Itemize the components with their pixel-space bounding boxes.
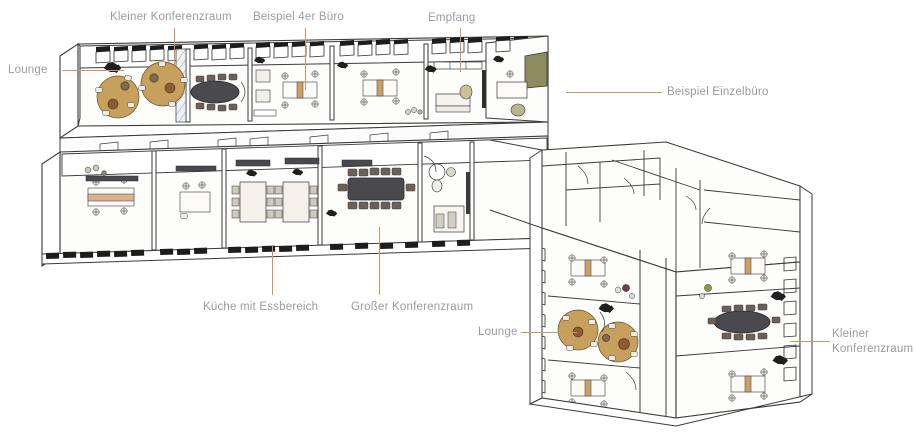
leader-empfang <box>460 28 461 72</box>
callout-kleiner-konferenzraum-bottom: Kleiner Konferenzraum <box>832 328 914 355</box>
north-wing-lower-floor <box>41 121 549 268</box>
leader-beispiel-einzelbuero <box>566 92 662 93</box>
room-beispiel-einzelbuero <box>485 35 549 123</box>
room-lounge-north <box>95 61 188 119</box>
east-wing <box>528 141 813 427</box>
room-grosser-konferenzraum <box>326 159 416 217</box>
room-buero-south-2 <box>175 165 217 219</box>
room-buero-south-1 <box>84 164 139 216</box>
callout-beispiel-einzelbuero: Beispiel Einzelbüro <box>667 86 769 98</box>
room-empfang <box>424 61 486 113</box>
callout-lounge-top: Lounge <box>8 64 48 76</box>
leader-grosser-konferenzraum <box>379 227 380 295</box>
room-kueche-essbereich <box>231 157 320 223</box>
leader-kleiner-konf-bottom <box>790 341 830 342</box>
room-sanitaer <box>423 155 470 233</box>
connector-corridor <box>489 139 543 229</box>
room-kleiner-konferenzraum-north <box>190 73 246 112</box>
room-beispiel-4er-buero <box>253 56 319 117</box>
room-lounge-east <box>547 303 641 369</box>
leader-lounge-top <box>62 70 124 71</box>
callout-empfang: Empfang <box>428 12 476 24</box>
room-kleiner-konferenzraum-east <box>675 291 801 357</box>
leader-beispiel-4er-buero <box>305 28 306 90</box>
north-wing-upper-floor <box>59 35 549 147</box>
callout-beispiel-4er-buero: Beispiel 4er Büro <box>253 11 344 23</box>
callout-lounge-bottom: Lounge <box>478 326 518 338</box>
callout-grosser-konferenzraum: Großer Konferenzraum <box>351 301 474 313</box>
leader-kueche-essbereich <box>272 245 273 295</box>
room-buero-east-left-2 <box>568 371 637 408</box>
callout-kueche-mit-essbereich: Küche mit Essbereich <box>203 301 319 313</box>
callout-kleiner-konferenzraum-top: Kleiner Konferenzraum <box>110 11 232 23</box>
room-buero-north-1 <box>337 61 423 115</box>
room-buero-east-left-1 <box>547 254 641 305</box>
room-buero-east-right-1 <box>675 250 801 299</box>
leader-kleiner-konf-top <box>174 28 175 70</box>
leader-lounge-bottom <box>521 332 577 333</box>
